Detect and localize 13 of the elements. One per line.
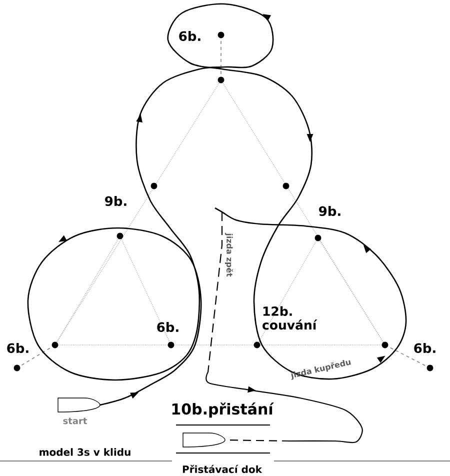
path-label: jizda zpět bbox=[224, 232, 234, 277]
score-label: 6b. bbox=[7, 342, 28, 354]
score-label: 9b. bbox=[105, 196, 126, 206]
score-label: 6b. bbox=[414, 342, 436, 354]
dock-label: Přistávací dok bbox=[181, 464, 263, 474]
score-label: 6b. bbox=[179, 30, 200, 42]
score-label: 12b. couvání bbox=[262, 306, 318, 330]
start-label: start bbox=[63, 418, 88, 424]
score-label: 10b.přistání bbox=[172, 402, 274, 418]
path-label: jizda kupředu bbox=[290, 360, 351, 380]
note-label: model 3s v klidu bbox=[40, 448, 130, 456]
score-label: 9b. bbox=[319, 206, 340, 216]
score-label: 6b. bbox=[157, 322, 178, 332]
